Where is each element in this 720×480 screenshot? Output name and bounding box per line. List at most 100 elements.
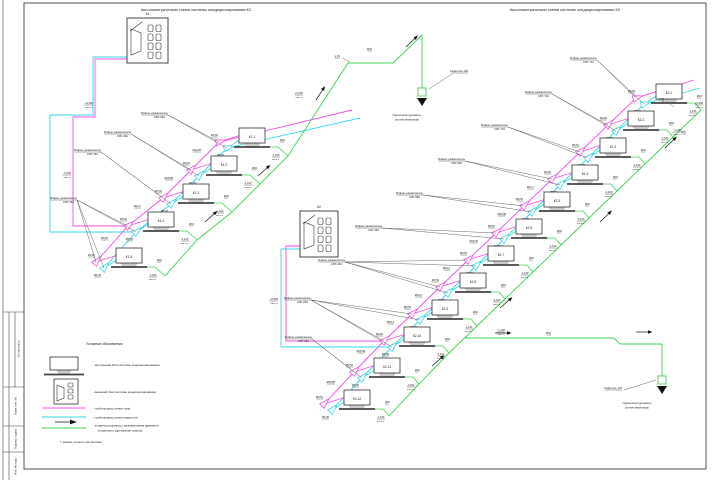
indoor-unit-base [348, 405, 366, 409]
pipe-diameter-label: Ø15,88 [497, 212, 506, 216]
elevation-note: отм.ч.п. [271, 303, 279, 305]
drain-branch [491, 291, 506, 300]
elevation-label: +3,300 [295, 91, 304, 95]
refnet-model-label: КХР-59А [451, 161, 462, 165]
indoor-unit-box [459, 272, 487, 289]
elevation-label: -1,100 [149, 273, 157, 277]
outdoor-unit-coil-slot [317, 217, 324, 225]
pipe-diameter-label: Ø9,52 [211, 133, 219, 137]
elevation-note: отм.ч.п. [633, 169, 641, 171]
drain-branch [463, 318, 478, 327]
refnet-arrow [318, 397, 330, 410]
sewer-note: системе канализации [625, 407, 650, 410]
indoor-unit-box [147, 211, 175, 228]
elevation-label: -1,100 [272, 153, 280, 157]
gas-branch [190, 162, 214, 171]
elevation-label: -1,100 [377, 415, 385, 419]
refnet-arrow [185, 164, 197, 176]
refnet-model-label: КХР-26А [331, 262, 342, 266]
refnet-label: Рефнет-разветвитель [141, 111, 169, 115]
refnet-arrow [90, 255, 102, 268]
pipe-diameter-label: Ø32 [501, 283, 506, 287]
sewer-note: Подключение (дренажа) к [623, 402, 653, 405]
elevation-note: отм.ч.п. [244, 187, 252, 189]
outdoor-unit-icon [67, 388, 74, 394]
outdoor-unit-coil-slot [325, 217, 332, 225]
indoor-unit-label: К2-4 [582, 172, 589, 176]
drain-branch [214, 202, 233, 213]
riser-ref-label: к Р1 [335, 54, 341, 58]
outdoor-unit-coil-slot [147, 24, 154, 32]
elevation-label: -1,100 [549, 244, 557, 248]
indoor-unit-base [660, 99, 678, 103]
elevation-label: -1,100 [521, 271, 529, 275]
leader-line [623, 379, 657, 391]
indoor-unit-box [627, 110, 655, 127]
elevation-label: -1,100 [577, 217, 585, 221]
refnet-model-label: КХР-58А [409, 195, 420, 199]
elevation-note: отм.ч.п. [149, 279, 157, 281]
drain-branch [519, 264, 534, 273]
indoor-unit-base [378, 373, 396, 377]
pipe-diameter-label: Ø9,52 [544, 170, 552, 174]
slope-arrow-head [321, 86, 325, 91]
pipe-diameter-label: Ø9,52 [488, 224, 496, 228]
pipe-diameter-label: Ø32 [385, 400, 390, 404]
refnet-label: Рефнет-разветвитель [104, 130, 132, 134]
refnet-arrow [406, 308, 418, 320]
drain-branch [270, 146, 289, 157]
drain-pipe [388, 109, 702, 417]
pipe-diameter-label: Ø32 [641, 148, 646, 152]
refnet-arrow [610, 125, 622, 137]
indoor-unit-box [543, 191, 571, 208]
margin-label: Инв. № подл. [14, 457, 18, 475]
pipe-diameter-label: Ø6,35 [94, 273, 102, 277]
pipe-diameter-label: Ø32 [681, 130, 687, 134]
refnet-label: Рефнет-разветвитель [355, 224, 383, 228]
elevation-note: отм.ч.п. [64, 177, 72, 179]
refnet-arrow [639, 101, 652, 109]
leader-line [381, 227, 497, 234]
drain-branch [659, 129, 674, 138]
refnet-label: Рефнет-разветвитель [396, 191, 424, 195]
sheet-frame [23, 2, 707, 470]
refnet-arrow [214, 139, 228, 147]
gas-branch [551, 171, 575, 180]
indoor-unit-base [632, 126, 650, 130]
legend-liquid-label: - трубопровод (линия жидкости) [93, 416, 138, 420]
pipe-diameter-label: Ø25,4 [387, 320, 395, 324]
indoor-unit-box [515, 218, 543, 235]
leader-line [381, 227, 505, 240]
leader-line [100, 151, 172, 205]
drain-branch [375, 408, 390, 417]
gas-branch [383, 333, 407, 342]
elevation-label: -1,100 [689, 109, 697, 113]
riser-ref-label: к Р1 [659, 97, 665, 101]
gas-branch [495, 225, 519, 234]
pipe-diameter-label: Ø9,52 [155, 189, 163, 193]
refnet-arrow [470, 260, 482, 272]
indoor-unit-box [403, 326, 431, 343]
leader-line [428, 73, 453, 90]
gas-branch [95, 254, 119, 263]
indoor-unit-base [576, 180, 594, 184]
legend-outdoor-label: - внешний блок системы кондиционирования [93, 390, 156, 394]
legend-title: Условные обозначения [86, 342, 123, 346]
outdoor-unit-coil-slot [325, 226, 332, 234]
indoor-unit-base [243, 143, 261, 147]
gas-branch [439, 279, 463, 288]
slope-arrow [431, 357, 442, 367]
indoor-unit-label: К2-3 [610, 145, 617, 149]
refnet-model-label: КХР-72А [583, 60, 594, 64]
gas-branch [353, 364, 377, 373]
elevation-note: отм.ч.п. [216, 215, 224, 217]
refnet-arrow [498, 233, 510, 245]
refnet-arrow [434, 281, 446, 293]
gas-branch [607, 117, 631, 126]
pipe-diameter-label: Ø32 [224, 194, 229, 198]
slope-arrow-head [212, 210, 218, 216]
slope-arrow [599, 213, 609, 223]
margin-label: Подпись и дата [14, 429, 18, 450]
outdoor-unit-icon [56, 384, 65, 402]
elevation-label: -1,100 [673, 128, 681, 132]
